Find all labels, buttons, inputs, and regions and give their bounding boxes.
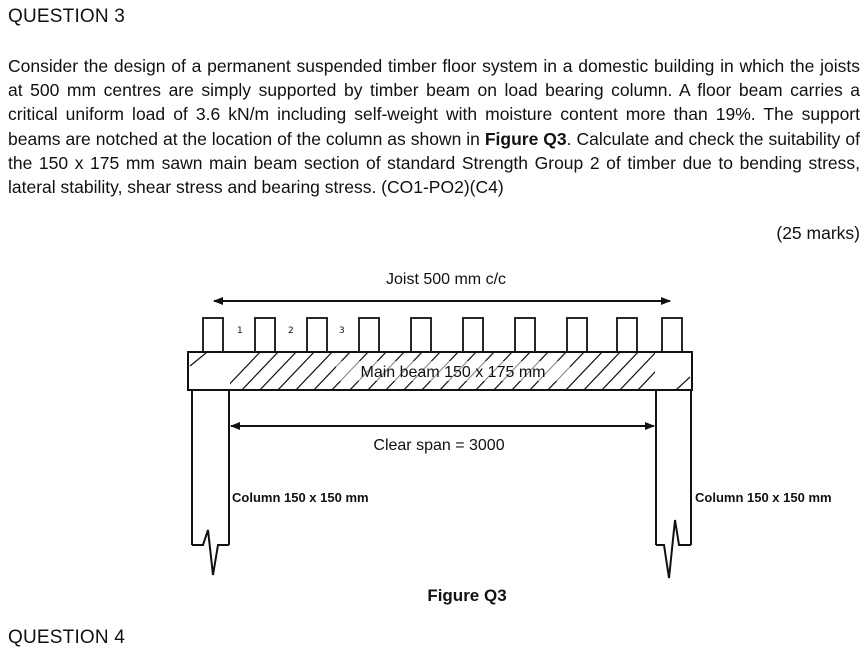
figure-reference: Figure Q3: [484, 128, 567, 149]
question-text-part1: Consider the design of a permanent suspe…: [8, 56, 860, 149]
figure-caption: Figure Q3: [427, 586, 506, 605]
joist-9: [616, 317, 638, 353]
joist-5: [410, 317, 432, 353]
main-beam-label: Main beam 150 x 175 mm: [361, 364, 546, 381]
joist-10: [661, 317, 683, 353]
joist-2: [254, 317, 276, 353]
joist-4: [358, 317, 380, 353]
marks-label: (25 marks): [776, 223, 860, 243]
next-question-heading: QUESTION 4: [8, 627, 126, 648]
joist-number-2: 2: [288, 326, 294, 336]
joist-3: [306, 317, 328, 353]
left-column: [191, 390, 230, 576]
joist-6: [462, 317, 484, 353]
joist-1: [202, 317, 224, 353]
joist-number-1: 1: [237, 326, 243, 336]
right-column-label: Column 150 x 150 mm: [695, 490, 832, 505]
joist-spacing-label: Joist 500 mm c/c: [386, 271, 506, 288]
joists: [202, 317, 683, 353]
joist-7: [514, 317, 536, 353]
left-column-label: Column 150 x 150 mm: [232, 490, 369, 505]
clear-span-label: Clear span = 3000: [373, 437, 504, 454]
question-body: Consider the design of a permanent suspe…: [8, 54, 860, 199]
right-column: [655, 390, 692, 579]
joist-8: [566, 317, 588, 353]
question-text-part2: . Calculate and check the suitability of…: [8, 128, 860, 198]
question-heading: QUESTION 3: [8, 6, 126, 27]
joist-number-3: 3: [339, 326, 345, 336]
